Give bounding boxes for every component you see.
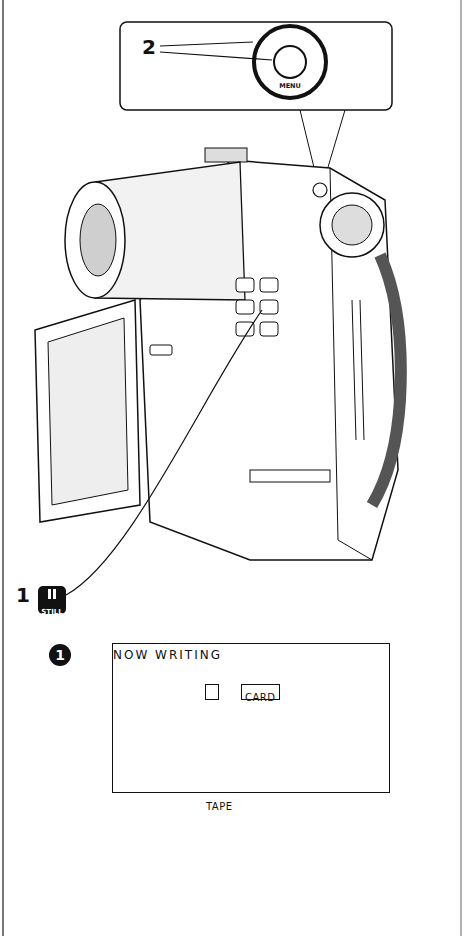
lens-hood: [65, 182, 125, 298]
menu-button: [274, 46, 306, 78]
still-button: [260, 300, 278, 314]
step-marker: 1: [49, 644, 71, 666]
dial-arc: [258, 25, 300, 44]
step-number: 1: [55, 644, 65, 666]
leader-line: [66, 310, 262, 595]
lcd-screen: [48, 318, 128, 505]
eyepiece: [332, 205, 372, 245]
card-slot: [250, 470, 330, 482]
leader-line: [160, 52, 272, 60]
button: [236, 322, 254, 336]
dial-label: MENU: [279, 83, 301, 90]
body-edge: [330, 168, 372, 560]
inset-frame: [120, 22, 392, 110]
switch: [150, 345, 172, 355]
mode-label: TAPE: [206, 801, 218, 813]
grip-line: [352, 300, 356, 440]
button-label: STILL: [41, 608, 62, 617]
button: [236, 300, 254, 314]
menu-dial: [313, 183, 327, 197]
grip-line: [360, 300, 364, 440]
mode-label: CARD: [245, 692, 275, 704]
still-button: STILL: [38, 586, 66, 614]
mode-tag: TAPE: [205, 684, 219, 700]
hand-strap: [372, 255, 401, 505]
viewfinder: [320, 193, 384, 257]
button: [236, 278, 254, 292]
accessory-shoe: [205, 148, 247, 162]
lcd-display: TAPE CARD NOW WRITING: [112, 643, 390, 793]
lcd-panel: [35, 300, 140, 522]
page-edge: [460, 0, 462, 936]
button: [260, 278, 278, 292]
callout-number: 2: [142, 36, 156, 58]
menu-dial-ring: [254, 26, 326, 98]
callout-number: 1: [16, 584, 30, 606]
leader-line: [160, 42, 253, 46]
mode-tag: CARD: [241, 684, 280, 700]
button: [260, 322, 278, 336]
pause-icon: [46, 589, 58, 599]
status-message: NOW WRITING: [113, 648, 222, 662]
lens-glass: [80, 204, 116, 276]
page-edge: [2, 0, 4, 936]
